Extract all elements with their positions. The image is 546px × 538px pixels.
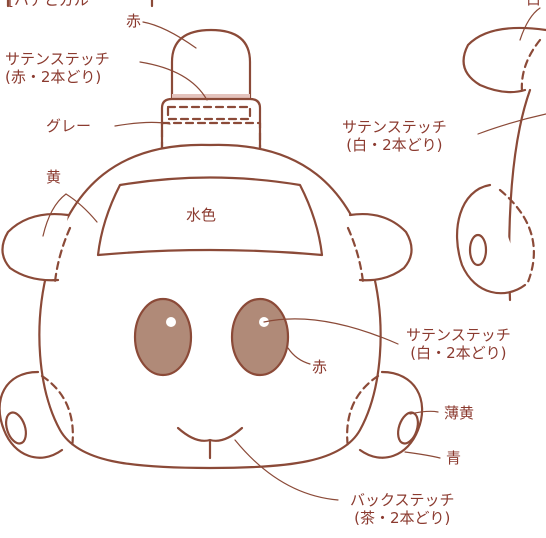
leader-top-right	[519, 7, 541, 41]
leader-satin-red	[139, 61, 208, 101]
label-satin-white-top-title: サテンステッチ	[342, 118, 447, 136]
label-eye-red: 赤	[312, 358, 328, 376]
label-top-right-partial: 白	[526, 0, 541, 8]
label-satin-white-eye-title: サテンステッチ	[406, 326, 511, 344]
siren-base	[160, 97, 262, 154]
right-char-wheel-hub	[468, 233, 488, 267]
label-top-red: 赤	[126, 12, 142, 30]
label-satin-white-eye: サテンステッチ (白・2本どり)	[406, 326, 511, 362]
windshield	[96, 176, 324, 257]
left-wheel-dash	[40, 374, 74, 450]
leader-yellow-1	[42, 193, 67, 237]
label-satin-white-eye-note: (白・2本どり)	[410, 344, 507, 362]
label-satin-red-note: (赤・2本どり)	[5, 68, 102, 86]
siren-dashed-band	[166, 105, 252, 121]
leader-gray	[114, 121, 171, 127]
right-wheel-dash	[346, 374, 380, 450]
left-wheel	[0, 370, 64, 459]
label-back-stitch-title: バックステッチ	[350, 491, 455, 509]
title-fragment: [ハチとガル	[8, 0, 89, 9]
leader-pale-yellow	[409, 410, 439, 415]
label-pale-yellow: 薄黄	[444, 404, 475, 422]
mouth	[176, 426, 244, 460]
label-satin-white-top: サテンステッチ (白・2本どり)	[342, 118, 447, 154]
leader-eye-white	[263, 318, 399, 345]
label-satin-red: サテンステッチ (赤・2本どり)	[5, 50, 110, 86]
siren-dome	[170, 28, 252, 102]
left-ear-dash	[53, 226, 72, 284]
leader-top-red	[142, 21, 197, 49]
leader-eye-red	[287, 347, 311, 365]
left-ear	[1, 213, 70, 282]
right-eye	[230, 297, 290, 377]
label-blue: 青	[446, 449, 462, 467]
leader-yellow-2	[65, 193, 98, 223]
label-back-stitch-note: (茶・2本どり)	[354, 509, 451, 527]
right-char-wheel-dash	[498, 188, 535, 284]
right-char-wheel	[455, 183, 527, 295]
left-wheel-hub	[5, 411, 27, 445]
right-wheel	[358, 370, 424, 459]
right-char-ear-dash	[520, 38, 542, 94]
label-gray: グレー	[46, 117, 92, 135]
leader-satin-white-top	[477, 113, 546, 135]
label-water-color: 水色	[186, 206, 217, 224]
right-ear	[348, 213, 413, 282]
leader-blue	[404, 451, 441, 459]
title-bracket	[6, 0, 154, 8]
label-back-stitch: バックステッチ (茶・2本どり)	[350, 491, 455, 527]
right-ear-dash	[346, 226, 365, 284]
label-satin-red-title: サテンステッチ	[5, 50, 110, 68]
right-char-ear	[462, 26, 546, 94]
left-eye-highlight	[166, 317, 176, 327]
label-satin-white-top-note: (白・2本どり)	[346, 136, 443, 154]
left-eye	[133, 297, 193, 377]
label-yellow: 黄	[46, 168, 62, 186]
leader-back-stitch	[234, 439, 339, 501]
